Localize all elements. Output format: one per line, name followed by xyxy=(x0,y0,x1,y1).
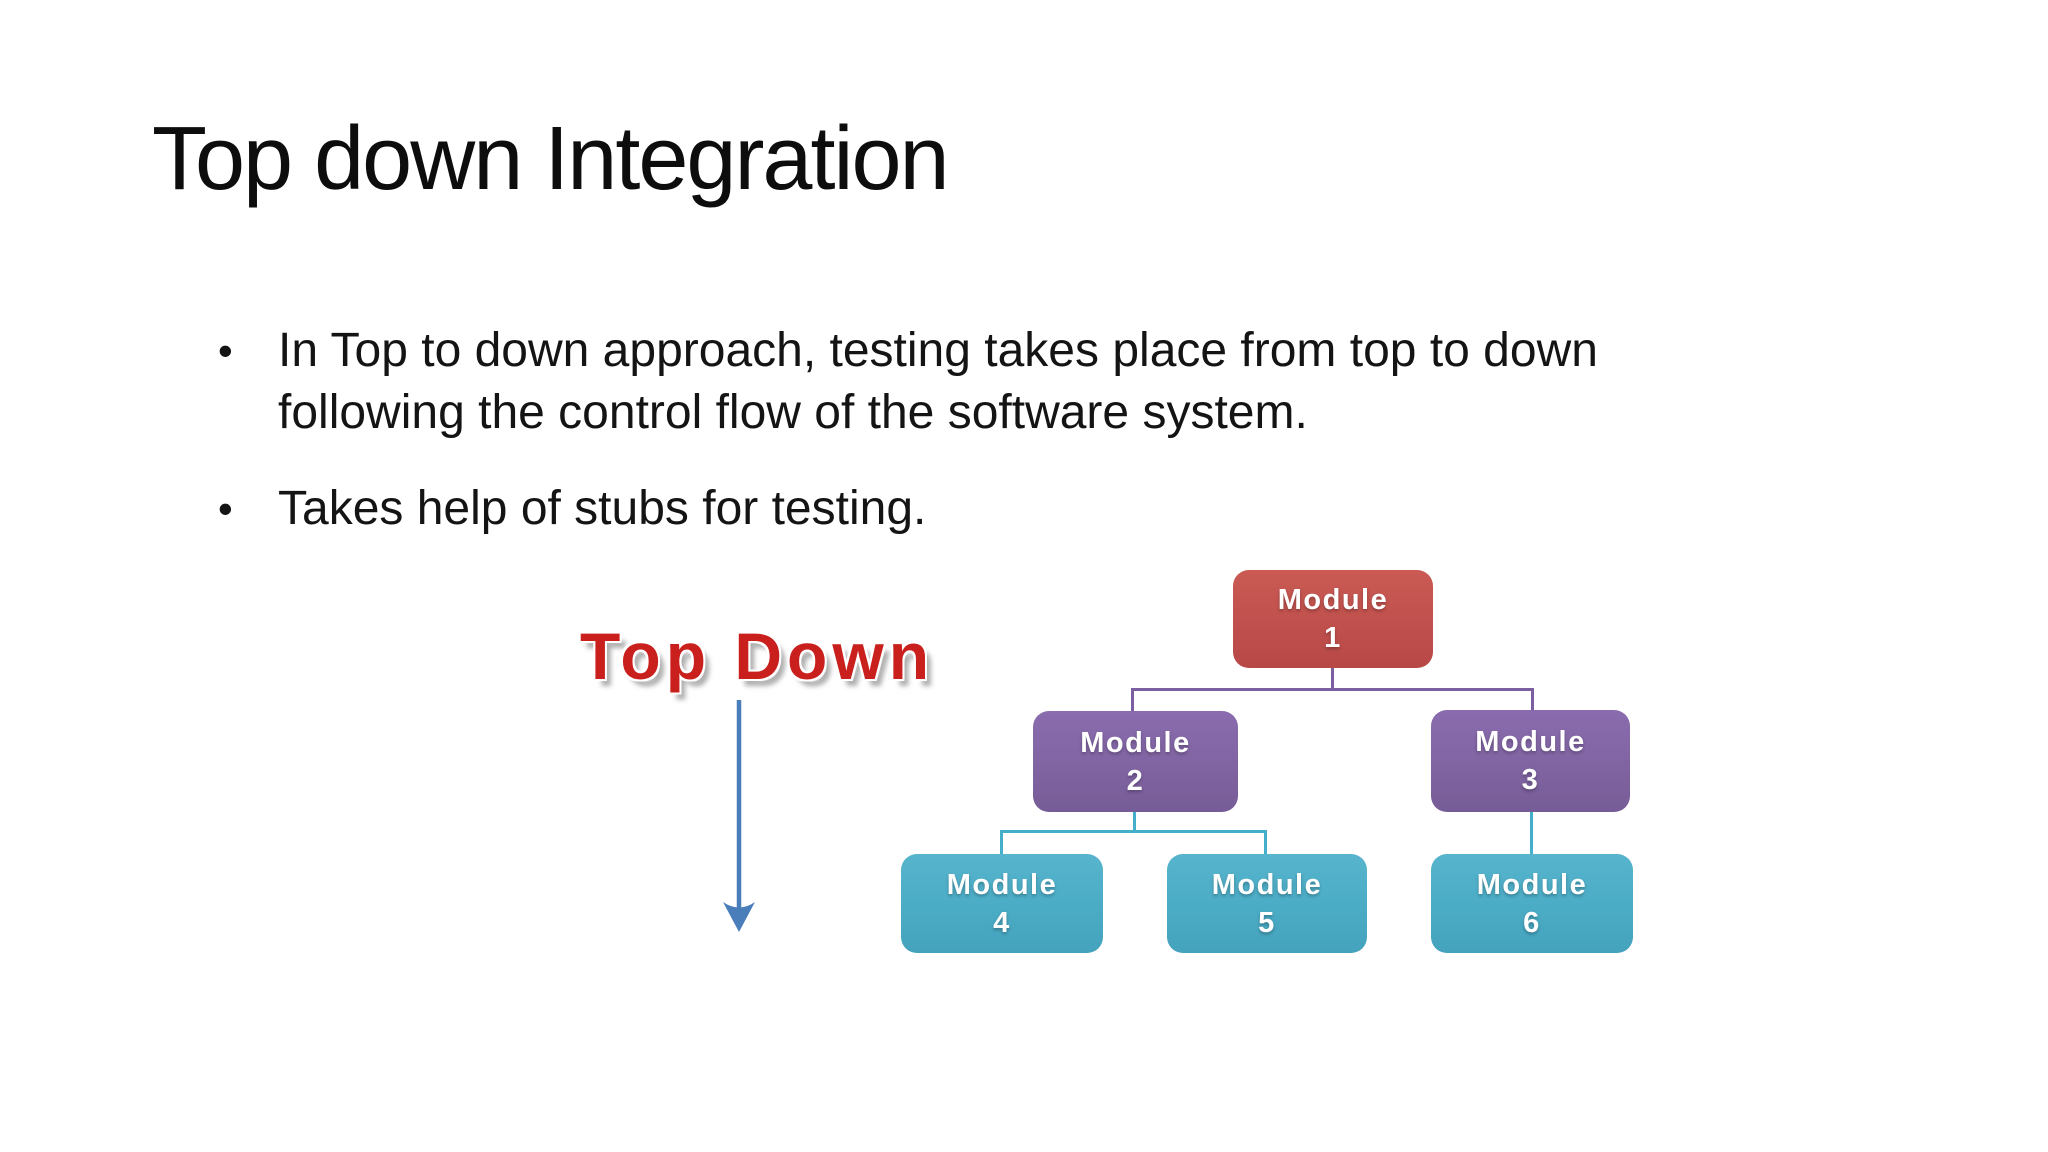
tree-node-module-5: Module 5 xyxy=(1167,854,1367,953)
node-number: 2 xyxy=(1126,764,1145,797)
connector-m2-m5 xyxy=(1264,830,1267,856)
tree-node-module-6: Module 6 xyxy=(1431,854,1633,953)
bullet-icon: • xyxy=(218,485,233,532)
bullet-icon: • xyxy=(218,327,233,374)
connector-m2-horizontal xyxy=(1000,830,1267,833)
bullet-text: In Top to down approach, testing takes p… xyxy=(278,324,1598,439)
connector-m2-m4 xyxy=(1000,830,1003,856)
connector-m1-m2 xyxy=(1131,688,1134,714)
down-arrow-icon xyxy=(723,700,755,932)
bullet-text: Takes help of stubs for testing. xyxy=(278,482,927,535)
connector-m1-stub xyxy=(1331,666,1334,691)
tree-node-module-1: Module 1 xyxy=(1233,570,1433,668)
tree-node-module-2: Module 2 xyxy=(1033,711,1238,812)
list-item: • In Top to down approach, testing takes… xyxy=(218,320,1748,444)
node-label: Module xyxy=(1211,868,1323,901)
bullet-list: • In Top to down approach, testing takes… xyxy=(218,320,1748,574)
node-label: Module xyxy=(1476,868,1588,901)
figure-caption-top-down: Top Down xyxy=(580,619,935,693)
connector-m1-horizontal xyxy=(1131,688,1534,691)
node-label: Module xyxy=(1080,726,1191,759)
node-number: 3 xyxy=(1521,764,1540,796)
node-label: Module xyxy=(1475,726,1586,758)
node-label: Module xyxy=(946,868,1058,901)
node-number: 6 xyxy=(1523,906,1541,939)
tree-node-module-4: Module 4 xyxy=(901,854,1103,953)
node-label: Module xyxy=(1277,584,1389,616)
node-number: 5 xyxy=(1258,906,1276,939)
connector-m1-m3 xyxy=(1531,688,1534,713)
connector-m3-m6 xyxy=(1530,810,1533,856)
list-item: • Takes help of stubs for testing. xyxy=(218,478,1748,540)
connector-m2-stub xyxy=(1133,810,1136,833)
page-title: Top down Integration xyxy=(152,109,950,209)
tree-node-module-3: Module 3 xyxy=(1431,710,1630,812)
node-number: 4 xyxy=(993,906,1011,939)
node-number: 1 xyxy=(1324,622,1342,654)
